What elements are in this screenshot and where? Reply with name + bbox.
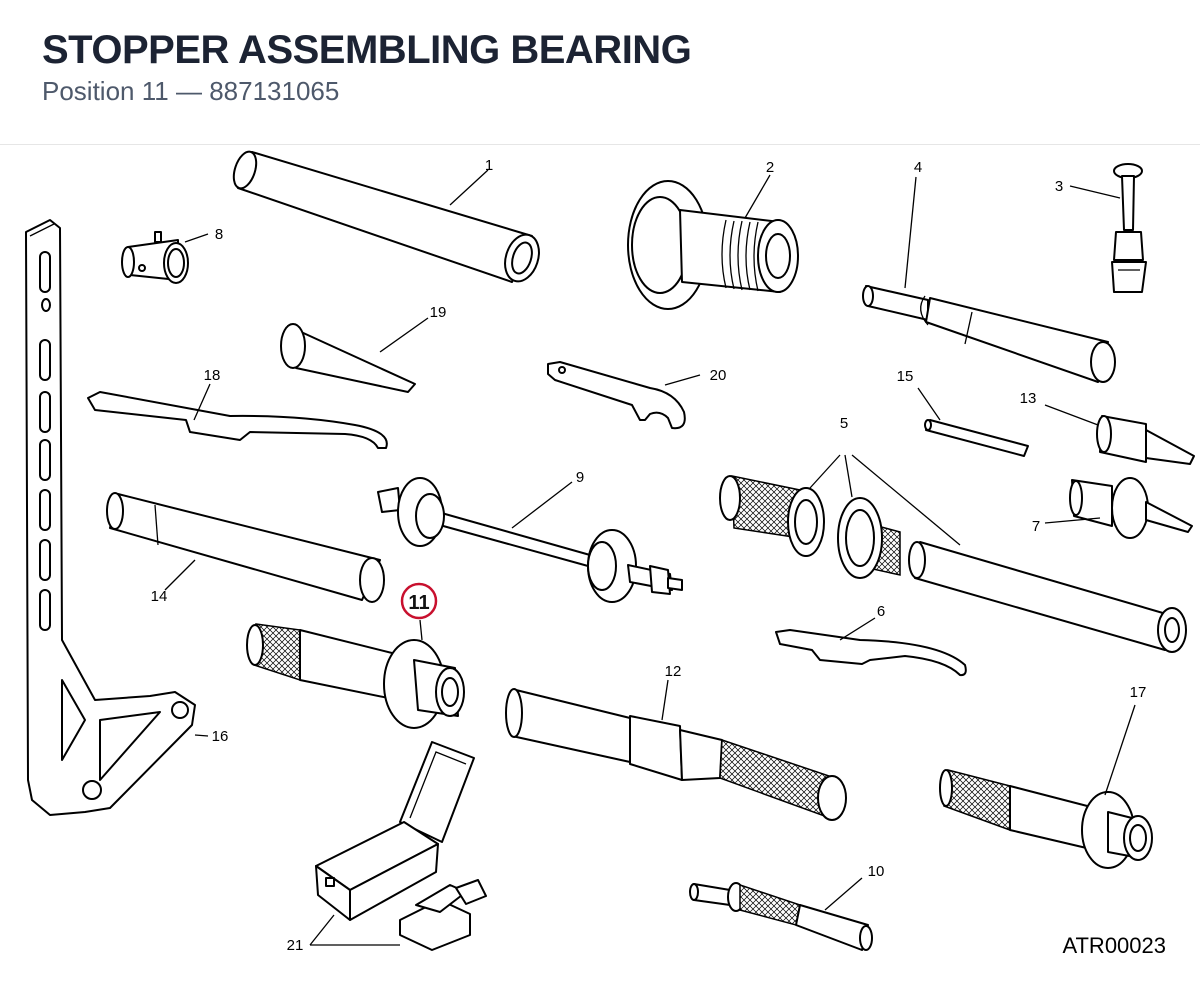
label-12: 12 bbox=[665, 663, 682, 680]
part-15-rod[interactable] bbox=[917, 387, 1029, 457]
label-16: 16 bbox=[212, 728, 229, 745]
part-6-small-spanner[interactable] bbox=[775, 617, 967, 677]
label-18: 18 bbox=[204, 367, 221, 384]
label-11[interactable]: 11 bbox=[408, 592, 429, 614]
part-5-rings-and-shaft[interactable] bbox=[719, 454, 1187, 653]
label-7: 7 bbox=[1032, 518, 1040, 535]
label-14: 14 bbox=[151, 588, 168, 605]
label-10: 10 bbox=[868, 863, 885, 880]
label-19: 19 bbox=[430, 304, 447, 321]
label-4: 4 bbox=[914, 159, 922, 176]
label-15: 15 bbox=[897, 368, 914, 385]
part-13-pointed-pilot[interactable] bbox=[1044, 404, 1195, 465]
separator: — bbox=[175, 76, 202, 106]
label-17: 17 bbox=[1130, 684, 1147, 701]
part-7-pointed-pilot[interactable] bbox=[1044, 477, 1193, 539]
label-6: 6 bbox=[877, 603, 885, 620]
label-2: 2 bbox=[766, 159, 774, 176]
label-3: 3 bbox=[1055, 178, 1063, 195]
page-subtitle: Position 11 — 887131065 bbox=[42, 76, 339, 107]
part-20-spanner[interactable] bbox=[547, 361, 701, 430]
part-9-slide-shaft[interactable] bbox=[377, 477, 683, 603]
part-14-tube[interactable] bbox=[106, 492, 385, 603]
part-11-stopper-tool[interactable] bbox=[246, 619, 465, 729]
part-8-bushing[interactable] bbox=[121, 231, 209, 284]
label-9: 9 bbox=[576, 469, 584, 486]
label-13: 13 bbox=[1020, 390, 1037, 407]
label-20: 20 bbox=[710, 367, 727, 384]
part-4-split-pin[interactable] bbox=[862, 176, 1116, 383]
label-21: 21 bbox=[287, 937, 304, 954]
drawing-code: ATR00023 bbox=[1062, 933, 1166, 958]
page-header: STOPPER ASSEMBLING BEARING Position 11 —… bbox=[0, 0, 1200, 145]
part-21-case-with-tool[interactable] bbox=[309, 741, 487, 951]
part-2-flanged-spindle[interactable] bbox=[627, 174, 799, 310]
highlight-ring[interactable] bbox=[400, 582, 438, 620]
position-label: Position 11 bbox=[42, 76, 169, 106]
part-17-flanged-tube[interactable] bbox=[939, 704, 1153, 869]
part-12-stepped-shaft[interactable] bbox=[505, 679, 847, 821]
page-title: STOPPER ASSEMBLING BEARING bbox=[42, 28, 692, 72]
part-3-small-puller[interactable] bbox=[1069, 163, 1147, 293]
label-8: 8 bbox=[215, 226, 223, 243]
part-18-hook-spanner[interactable] bbox=[87, 383, 388, 449]
part-10-knurled-pin[interactable] bbox=[689, 877, 873, 951]
part-number: 887131065 bbox=[209, 76, 340, 106]
part-1-long-pipe[interactable] bbox=[230, 149, 545, 286]
part-16-holder-bracket[interactable] bbox=[25, 219, 209, 816]
label-1: 1 bbox=[485, 157, 493, 174]
part-19-cone[interactable] bbox=[280, 317, 429, 393]
label-5: 5 bbox=[840, 415, 848, 432]
